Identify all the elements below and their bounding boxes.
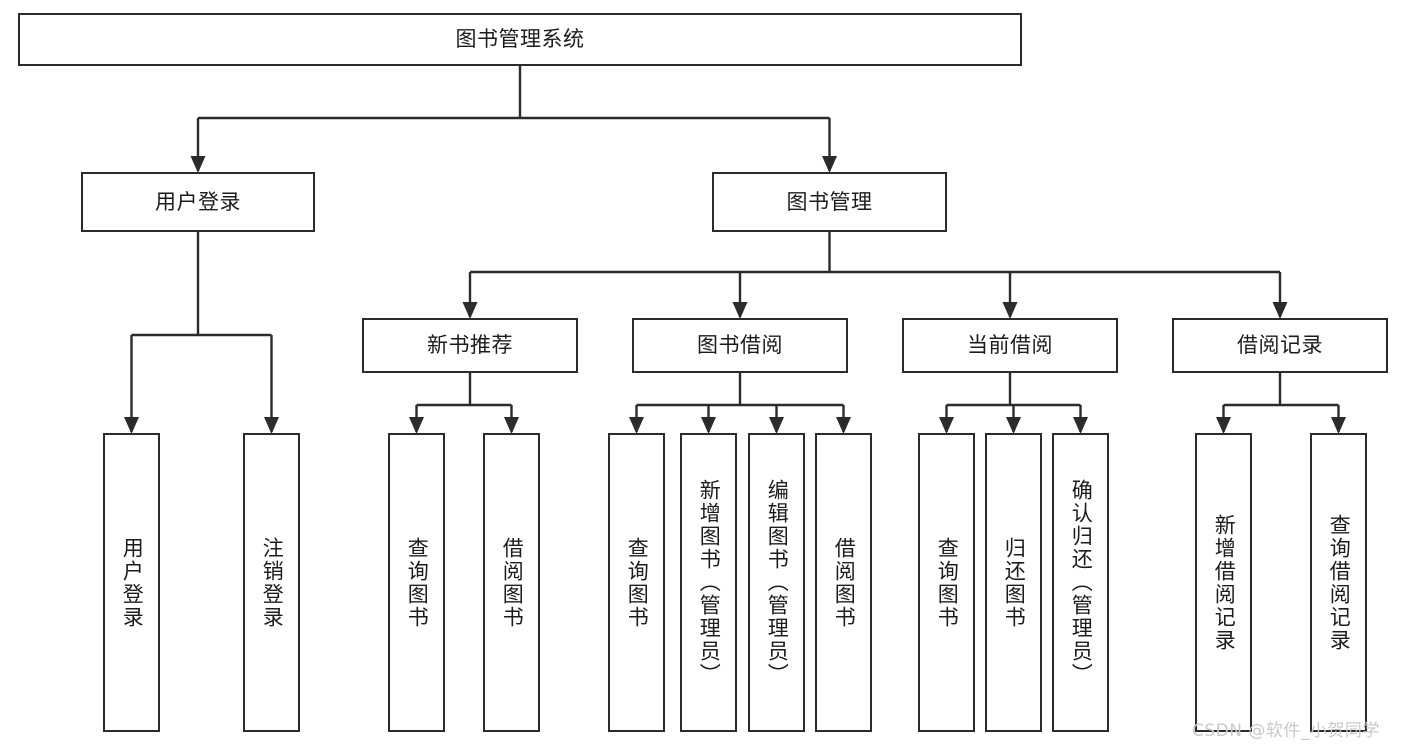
node-label: 借阅图书 bbox=[832, 536, 857, 629]
arrowhead-icon bbox=[822, 156, 837, 173]
connector-arrowheads bbox=[124, 156, 1346, 434]
csdn-watermark: CSDN @软件_小贺同学 bbox=[1192, 721, 1380, 741]
node-leaf-confirm-return[interactable]: 确认归还（管理员） bbox=[1052, 433, 1109, 732]
arrowhead-icon bbox=[124, 417, 139, 434]
node-book-borrow[interactable]: 图书借阅 bbox=[632, 318, 848, 373]
node-book-manage[interactable]: 图书管理 bbox=[712, 172, 947, 232]
node-label: 查询借阅记录 bbox=[1327, 513, 1352, 652]
node-label: 新书推荐 bbox=[427, 333, 513, 358]
node-label: 确认归还（管理员） bbox=[1069, 479, 1094, 686]
node-leaf-return-book[interactable]: 归还图书 bbox=[985, 433, 1042, 732]
arrowhead-icon bbox=[1002, 302, 1018, 319]
node-current-borrow[interactable]: 当前借阅 bbox=[902, 318, 1118, 373]
node-borrow-record[interactable]: 借阅记录 bbox=[1172, 318, 1388, 373]
arrowhead-icon bbox=[1331, 417, 1346, 434]
arrowhead-icon bbox=[1006, 417, 1021, 434]
arrowhead-icon bbox=[1073, 417, 1088, 434]
node-leaf-query-book-2[interactable]: 查询图书 bbox=[608, 433, 665, 732]
node-leaf-logout[interactable]: 注销登录 bbox=[243, 433, 300, 732]
node-label: 编辑图书（管理员） bbox=[765, 479, 790, 686]
node-label: 图书管理系统 bbox=[455, 27, 585, 52]
connector-lines bbox=[130, 66, 1340, 432]
node-leaf-query-record[interactable]: 查询借阅记录 bbox=[1310, 433, 1367, 732]
node-leaf-user-login[interactable]: 用户登录 bbox=[103, 433, 160, 732]
node-label: 新增图书（管理员） bbox=[697, 479, 722, 686]
node-label: 注销登录 bbox=[260, 536, 285, 629]
node-label: 用户登录 bbox=[120, 536, 145, 629]
arrowhead-icon bbox=[1272, 302, 1288, 319]
node-leaf-borrow-book-2[interactable]: 借阅图书 bbox=[815, 433, 872, 732]
arrowhead-icon bbox=[1216, 417, 1231, 434]
arrowhead-icon bbox=[462, 302, 478, 319]
node-label: 查询图书 bbox=[405, 536, 430, 629]
arrowhead-icon bbox=[701, 417, 716, 434]
node-leaf-add-book[interactable]: 新增图书（管理员） bbox=[680, 433, 737, 732]
node-new-book-recommend[interactable]: 新书推荐 bbox=[362, 318, 578, 373]
arrowhead-icon bbox=[769, 417, 784, 434]
node-label: 新增借阅记录 bbox=[1212, 513, 1237, 652]
node-label: 借阅记录 bbox=[1237, 333, 1323, 358]
node-label: 用户登录 bbox=[155, 189, 241, 214]
arrowhead-icon bbox=[732, 302, 748, 319]
arrowhead-icon bbox=[504, 417, 519, 434]
node-label: 借阅图书 bbox=[500, 536, 525, 629]
node-label: 归还图书 bbox=[1002, 536, 1027, 629]
node-label: 图书管理 bbox=[786, 189, 873, 214]
arrowhead-icon bbox=[190, 156, 206, 173]
arrowhead-icon bbox=[264, 417, 279, 434]
node-leaf-query-book-3[interactable]: 查询图书 bbox=[918, 433, 975, 732]
node-root[interactable]: 图书管理系统 bbox=[18, 13, 1022, 66]
node-leaf-query-book-1[interactable]: 查询图书 bbox=[388, 433, 445, 732]
node-label: 查询图书 bbox=[625, 536, 650, 629]
node-label: 当前借阅 bbox=[967, 333, 1053, 358]
node-user-login[interactable]: 用户登录 bbox=[81, 172, 315, 232]
arrowhead-icon bbox=[409, 417, 424, 434]
node-label: 图书借阅 bbox=[697, 333, 783, 358]
node-leaf-edit-book[interactable]: 编辑图书（管理员） bbox=[748, 433, 805, 732]
arrowhead-icon bbox=[939, 417, 954, 434]
node-leaf-borrow-book-1[interactable]: 借阅图书 bbox=[483, 433, 540, 732]
arrowhead-icon bbox=[629, 417, 644, 434]
node-label: 查询图书 bbox=[935, 536, 960, 629]
arrowhead-icon bbox=[836, 417, 851, 434]
node-leaf-add-record[interactable]: 新增借阅记录 bbox=[1195, 433, 1252, 732]
